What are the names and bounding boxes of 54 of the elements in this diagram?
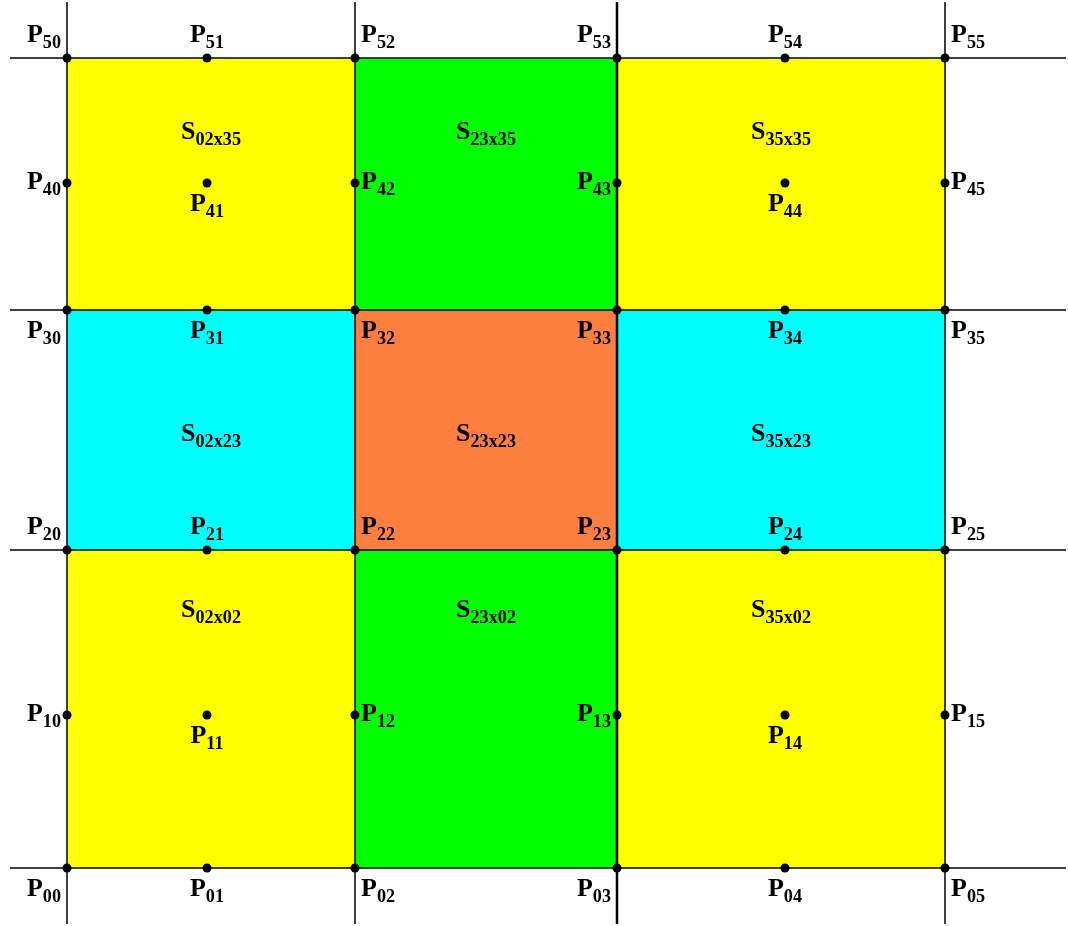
square-label: S$_{02x02}$: [181, 594, 241, 629]
point-label: P$_{12}$: [361, 698, 396, 732]
square-label: S$_{23x02}$: [456, 594, 516, 629]
point-label: P$_{51}$: [189, 19, 225, 52]
colored-square: [617, 58, 945, 310]
point-label: P$_{03}$: [576, 874, 611, 907]
point-label: P$_{05}$: [951, 874, 986, 907]
colored-square: [617, 550, 945, 868]
point-label: P$_{10}$: [26, 698, 61, 732]
point-label: P$_{21}$: [189, 511, 225, 544]
point-label: P$_{15}$: [951, 698, 986, 732]
square-label: S$_{02x35}$: [181, 116, 241, 151]
colored-square: [67, 310, 355, 550]
point-label: P$_{34}$: [767, 316, 803, 349]
point-label: P$_{33}$: [576, 316, 611, 349]
point-label: P$_{31}$: [189, 316, 225, 349]
point-label: P$_{20}$: [26, 511, 61, 544]
point-label: P$_{02}$: [361, 874, 396, 907]
point-label: P$_{00}$: [26, 874, 61, 907]
point-label: P$_{24}$: [767, 511, 803, 544]
square-label: S$_{35x35}$: [751, 116, 811, 151]
point-label: P$_{11}$: [190, 721, 224, 754]
colored-square: [355, 310, 617, 550]
point-label: P$_{40}$: [26, 166, 61, 200]
point-label: P$_{01}$: [189, 874, 225, 907]
point-label: P$_{32}$: [361, 316, 396, 349]
point-label: P$_{23}$: [576, 511, 611, 544]
colored-square: [617, 310, 945, 550]
point-label: P$_{04}$: [767, 874, 803, 907]
square-label: S$_{35x02}$: [751, 594, 811, 629]
point-label: P$_{54}$: [767, 19, 803, 52]
point-label: P$_{25}$: [951, 511, 986, 544]
point-label: P$_{45}$: [951, 166, 986, 200]
colored-square: [67, 550, 355, 868]
point-label: P$_{14}$: [767, 721, 803, 754]
point-label: P$_{52}$: [361, 19, 396, 52]
square-label: S$_{35x23}$: [751, 418, 811, 453]
point-label: P$_{50}$: [26, 19, 61, 52]
point-label: P$_{22}$: [361, 511, 396, 544]
point-label: P$_{35}$: [951, 316, 986, 349]
square-label: S$_{23x23}$: [456, 418, 516, 453]
colored-square: [355, 58, 617, 310]
point-label: P$_{13}$: [576, 698, 611, 732]
point-label: P$_{30}$: [26, 316, 61, 349]
point-label: P$_{41}$: [189, 189, 225, 222]
square-label: S$_{23x35}$: [456, 116, 516, 151]
point-label: P$_{43}$: [576, 166, 611, 200]
point-label: P$_{53}$: [576, 19, 611, 52]
point-label: P$_{55}$: [951, 19, 986, 52]
square-label: S$_{02x23}$: [181, 418, 241, 453]
point-label: P$_{42}$: [361, 166, 396, 200]
point-label: P$_{44}$: [767, 189, 803, 222]
colored-square: [355, 550, 617, 868]
colored-square: [67, 58, 355, 310]
